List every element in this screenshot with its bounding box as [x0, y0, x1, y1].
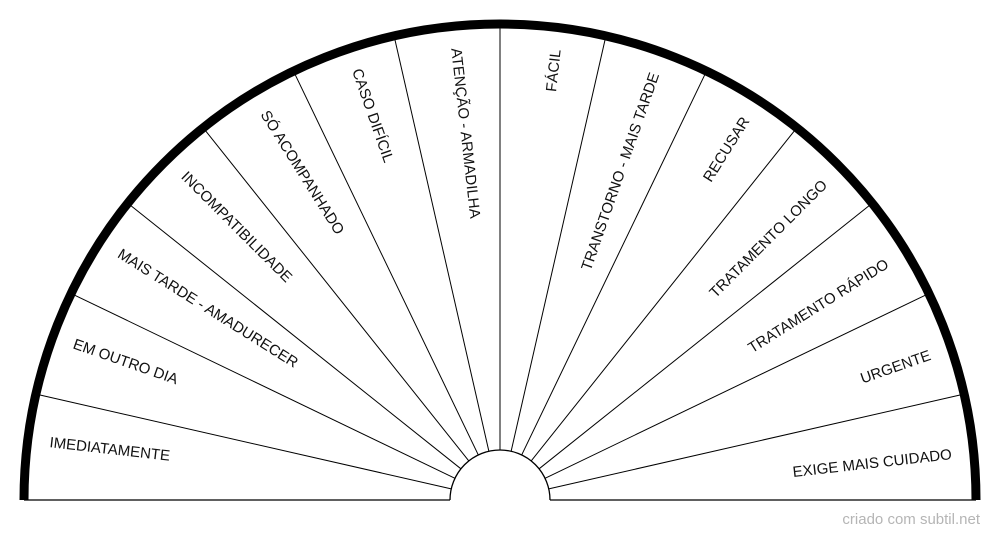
center-hub — [449, 449, 551, 501]
divider-line — [510, 38, 606, 452]
divider-line — [548, 394, 962, 490]
divider-lines — [38, 27, 962, 490]
segment-label: INCOMPATIBILIDADE — [178, 168, 296, 286]
segment-label: EM OUTRO DIA — [71, 336, 180, 388]
divider-line — [73, 294, 456, 479]
segment-label: TRATAMENTO LONGO — [706, 177, 831, 302]
segment-label: EXIGE MAIS CUIDADO — [792, 446, 953, 481]
divider-line — [530, 129, 796, 462]
segment-label: RECUSAR — [700, 114, 754, 185]
divider-line — [204, 129, 470, 462]
outer-arc — [19, 19, 981, 501]
divider-line — [129, 204, 462, 470]
segment-label: ATENÇÃO - ARMADILHA — [447, 47, 483, 219]
segment-label: TRATAMENTO RÁPIDO — [745, 256, 892, 357]
segment-label: IMEDIATAMENTE — [49, 434, 171, 464]
divider-line — [538, 204, 871, 470]
segment-label: FÁCIL — [543, 49, 565, 93]
divider-line — [544, 294, 927, 479]
credit-text: criado com subtil.net — [842, 511, 980, 528]
divider-line — [38, 394, 452, 490]
segment-label: SÓ ACOMPANHADO — [257, 108, 348, 238]
segment-label: CASO DIFÍCIL — [348, 67, 397, 165]
divider-line — [521, 73, 706, 456]
divider-line — [394, 38, 490, 452]
segment-label: URGENTE — [858, 347, 933, 387]
divider-line — [294, 73, 479, 456]
